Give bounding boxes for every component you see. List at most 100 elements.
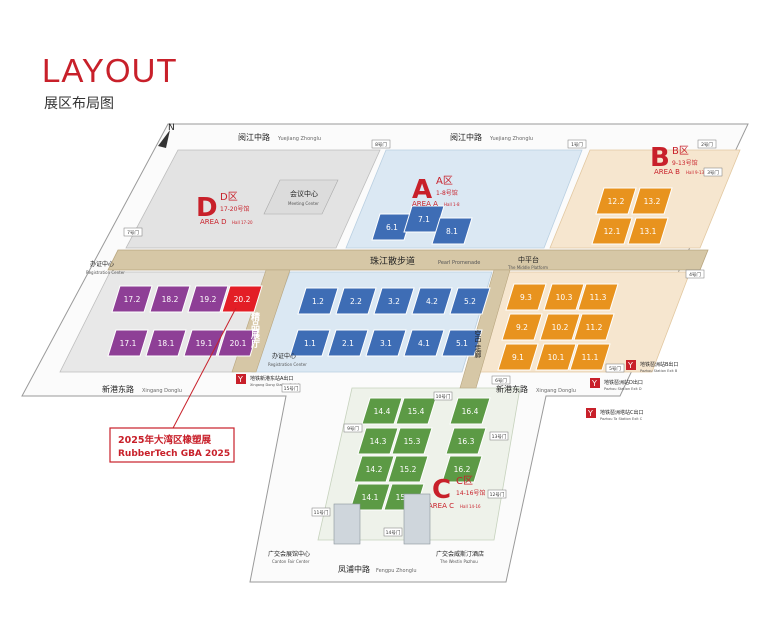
hall-15-2[interactable]: 15.2 [387, 455, 429, 483]
hall-label: 1.2 [312, 297, 324, 306]
svg-text:15号门: 15号门 [284, 385, 299, 392]
hall-11-3[interactable]: 11.3 [577, 283, 619, 311]
hall-label: 16.3 [458, 437, 475, 446]
compass-icon: N [158, 123, 175, 148]
svg-text:D: D [196, 193, 218, 223]
hall-label: 5.2 [464, 297, 476, 306]
hall-17-1[interactable]: 17.1 [107, 329, 149, 357]
middle-platform-label-en: The Middle Platform [507, 265, 548, 270]
hall-10-1[interactable]: 10.1 [535, 343, 577, 371]
svg-text:8号门: 8号门 [375, 141, 387, 148]
metro-pazhou-d-icon: Y 地铁琶洲站D出口 Pazhou Station Exit D [590, 378, 643, 391]
hall-label: 19.1 [196, 339, 213, 348]
svg-text:Y: Y [587, 409, 593, 418]
svg-text:7号门: 7号门 [127, 229, 139, 236]
hall-15-4[interactable]: 15.4 [395, 397, 437, 425]
gate-marker: 7号门 [123, 227, 143, 237]
hall-label: 14.4 [374, 407, 391, 416]
hall-label: 4.2 [426, 297, 438, 306]
road-top-right: 阅江中路 [450, 132, 482, 142]
metro-pazhou-tower-icon: Y 地铁琶洲塔站C出口 Pazhou Ta Station Exit C [586, 408, 644, 421]
registration-bottom-label-en: Registration Center [268, 362, 307, 367]
hall-16-2[interactable]: 16.2 [441, 455, 483, 483]
exhibition-hall-label: 精品展厅 [249, 311, 260, 349]
hall-label: 3.2 [388, 297, 400, 306]
hall-label: 2.2 [350, 297, 362, 306]
hall-8-1[interactable]: 8.1 [431, 217, 473, 245]
hall-18-1[interactable]: 18.1 [145, 329, 187, 357]
hall-10-2[interactable]: 10.2 [539, 313, 581, 341]
metro-pazhou-b-icon: Y 地铁琶洲站B出口 Pazhou Station Exit B [626, 360, 678, 373]
hall-13-1[interactable]: 13.1 [627, 217, 669, 245]
gate-marker: 15号门 [281, 383, 301, 393]
gate-marker: 10号门 [433, 391, 453, 401]
hall-label: 10.3 [556, 293, 573, 302]
hall-16-4[interactable]: 16.4 [449, 397, 491, 425]
svg-text:5号门: 5号门 [609, 365, 621, 372]
hall-12-1[interactable]: 12.1 [591, 217, 633, 245]
hall-14-4[interactable]: 14.4 [361, 397, 403, 425]
svg-text:1-8号馆: 1-8号馆 [436, 189, 458, 197]
hall-13-2[interactable]: 13.2 [631, 187, 673, 215]
svg-text:地铁琶洲塔站C出口: 地铁琶洲塔站C出口 [600, 409, 644, 416]
hall-label: 18.2 [162, 295, 179, 304]
hall-2-2[interactable]: 2.2 [335, 287, 377, 315]
meeting-center-label-en: Meeting Center [288, 201, 319, 206]
hall-11-2[interactable]: 11.2 [573, 313, 615, 341]
gate-marker: 14号门 [383, 527, 403, 537]
hall-1-2[interactable]: 1.2 [297, 287, 339, 315]
hall-9-3[interactable]: 9.3 [505, 283, 547, 311]
svg-text:B区: B区 [672, 145, 689, 157]
hall-label: 12.2 [608, 197, 625, 206]
hall-label: 1.1 [304, 339, 316, 348]
gate-marker: 1号门 [567, 139, 587, 149]
hall-2-1[interactable]: 2.1 [327, 329, 369, 357]
svg-text:Xingang Dong Station Exit A: Xingang Dong Station Exit A [250, 383, 300, 387]
hall-15-3[interactable]: 15.3 [391, 427, 433, 455]
page-subtitle: 展区布局图 [44, 96, 114, 112]
callout-line2: RubberTech GBA 2025 [118, 449, 230, 459]
promenade-label: 珠江散步道 [370, 255, 415, 267]
road-top-right-en: Yuejiang Zhonglu [489, 136, 533, 142]
hall-18-2[interactable]: 18.2 [149, 285, 191, 313]
hall-5-2[interactable]: 5.2 [449, 287, 491, 315]
hall-4-2[interactable]: 4.2 [411, 287, 453, 315]
hall-5-1[interactable]: 5.1 [441, 329, 483, 357]
hall-20-1[interactable]: 20.1 [217, 329, 259, 357]
svg-text:Y: Y [591, 379, 597, 388]
road-bottom: 凤浦中路 [338, 564, 370, 574]
hall-20-2[interactable]: 20.2 [221, 285, 263, 313]
hall-19-2[interactable]: 19.2 [187, 285, 229, 313]
road-bottom-right: 新港东路 [496, 384, 528, 394]
hall-9-2[interactable]: 9.2 [501, 313, 543, 341]
hall-3-1[interactable]: 3.1 [365, 329, 407, 357]
svg-text:A: A [412, 175, 432, 205]
svg-text:AREA B: AREA B [654, 168, 680, 176]
page-title: LAYOUT [42, 52, 178, 89]
hall-9-1[interactable]: 9.1 [497, 343, 539, 371]
gate-marker: 5号门 [605, 363, 625, 373]
gate-marker: 13号门 [489, 431, 509, 441]
svg-text:Hall 1-8: Hall 1-8 [444, 202, 460, 207]
hall-label: 11.1 [582, 353, 599, 362]
hall-17-2[interactable]: 17.2 [111, 285, 153, 313]
gate-marker: 4号门 [685, 269, 705, 279]
hall-11-1[interactable]: 11.1 [569, 343, 611, 371]
gate-marker: 2号门 [697, 139, 717, 149]
hall-label: 20.1 [230, 339, 247, 348]
hall-14-2[interactable]: 14.2 [353, 455, 395, 483]
area-a-heading: A A区 1-8号馆 AREA A Hall 1-8 [412, 175, 460, 208]
hall-6-1[interactable]: 6.1 [371, 213, 413, 241]
hall-14-1[interactable]: 14.1 [349, 483, 391, 511]
hall-14-3[interactable]: 14.3 [357, 427, 399, 455]
hall-label: 3.1 [380, 339, 392, 348]
hall-3-2[interactable]: 3.2 [373, 287, 415, 315]
hall-12-2[interactable]: 12.2 [595, 187, 637, 215]
svg-text:Hall 9-13: Hall 9-13 [686, 170, 704, 175]
hall-1-1[interactable]: 1.1 [289, 329, 331, 357]
hall-10-3[interactable]: 10.3 [543, 283, 585, 311]
hall-label: 2.1 [342, 339, 354, 348]
hall-16-3[interactable]: 16.3 [445, 427, 487, 455]
hall-4-1[interactable]: 4.1 [403, 329, 445, 357]
area-d-heading: D D区 17-20号馆 AREA D Hall 17-20 [196, 191, 253, 226]
